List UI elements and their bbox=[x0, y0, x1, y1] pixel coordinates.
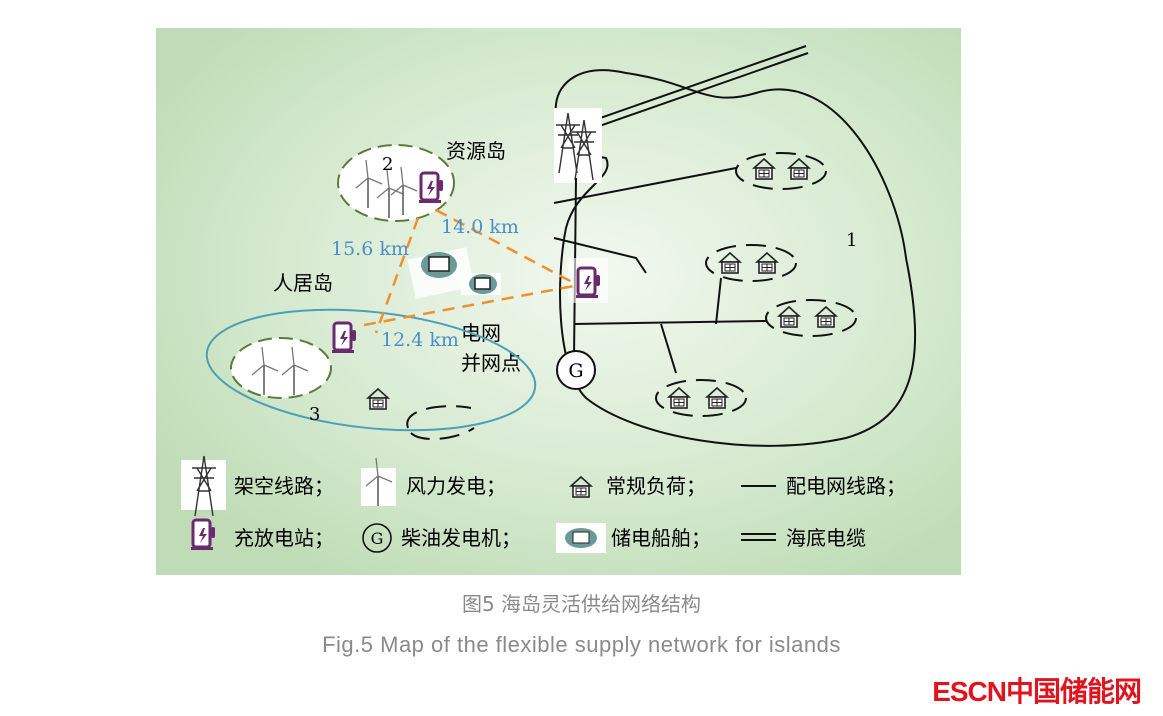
island-2-number: 2 bbox=[382, 154, 393, 175]
distance-2-3: 15.6 km bbox=[331, 238, 409, 260]
generator-label: G bbox=[568, 360, 583, 382]
diesel-generator-icon bbox=[362, 523, 392, 553]
grid-point-label-2: 并网点 bbox=[461, 351, 521, 375]
load-cluster bbox=[655, 152, 857, 417]
legend-label: 海底电缆 bbox=[786, 526, 866, 550]
legend-label: 配电网线路； bbox=[786, 474, 906, 498]
grid-point-label-1: 电网 bbox=[461, 321, 501, 345]
legend: 架空线路； 风力发电； 常规负荷； 配电网线路； 充放电站； G 柴油发电机； … bbox=[181, 455, 906, 553]
legend-label: 常规负荷； bbox=[606, 474, 706, 498]
legend-label: 柴油发电机； bbox=[401, 526, 521, 550]
caption-english: Fig.5 Map of the flexible supply network… bbox=[322, 632, 841, 657]
resource-island-label: 资源岛 bbox=[446, 139, 506, 163]
storage-ship-icon bbox=[407, 247, 501, 299]
distance-2-1: 14.0 km bbox=[441, 216, 519, 238]
escn-logo: ESCN中国储能网 bbox=[932, 676, 1142, 707]
island-3-number: 3 bbox=[309, 404, 320, 425]
caption-chinese: 图5 海岛灵活供给网络结构 bbox=[461, 592, 702, 616]
legend-label: 架空线路； bbox=[234, 474, 334, 498]
storage-ship-icon bbox=[556, 523, 606, 553]
legend-label: 储电船舶； bbox=[611, 526, 711, 550]
double-line-icon bbox=[741, 533, 776, 541]
island-1-outline bbox=[554, 69, 917, 447]
load-cluster-empty bbox=[406, 405, 475, 440]
legend-label: 风力发电； bbox=[406, 474, 506, 498]
distance-3-1: 12.4 km bbox=[381, 329, 459, 351]
generator-legend-glyph: G bbox=[371, 529, 384, 548]
island-network-diagram: G 1 电网 并网点 2 资源岛 3 人居岛 15.6 km 14.0 km 1… bbox=[156, 28, 961, 575]
island-3-outline bbox=[205, 308, 537, 432]
wind-farm-outline bbox=[230, 337, 332, 399]
residential-island-label: 人居岛 bbox=[273, 271, 333, 295]
submarine-cable bbox=[585, 45, 809, 131]
ship-routes bbox=[363, 208, 575, 334]
legend-label: 充放电站； bbox=[234, 526, 334, 550]
diesel-generator-icon bbox=[556, 350, 596, 390]
island-1-number: 1 bbox=[846, 230, 857, 251]
